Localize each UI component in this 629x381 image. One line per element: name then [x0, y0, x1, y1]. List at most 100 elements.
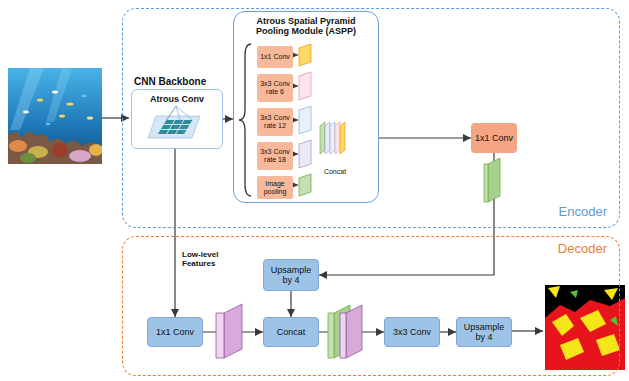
atrous-grid-icon	[167, 130, 177, 134]
atrous-grid-icon	[158, 120, 192, 134]
box-label: Upsample by 4	[459, 322, 509, 343]
concat-feature-maps	[346, 305, 362, 358]
atrous-grid-icon	[176, 130, 186, 134]
branch-feature-maps	[299, 140, 311, 168]
input-photo	[20, 153, 36, 163]
box-label: Concat	[266, 327, 316, 337]
upsample-box: Upsample by 4	[456, 317, 512, 347]
concat-stack	[330, 122, 335, 154]
box-label: 3x3 Conv rate 18	[259, 148, 291, 164]
box-label: 3x3 Conv rate 6	[259, 80, 291, 96]
atrous-grid-icon	[166, 106, 176, 120]
input-photo	[81, 95, 87, 98]
upsample-box: Upsample by 4	[263, 259, 319, 291]
low-level-feature-map	[216, 304, 242, 358]
input-photo	[46, 68, 72, 122]
input-arrow	[102, 117, 129, 118]
edge-label: Low-level Features	[182, 250, 232, 268]
box-label: 1x1 Conv	[150, 327, 200, 337]
input-photo	[8, 68, 102, 164]
input-photo	[10, 68, 44, 130]
conv-box: 3x3 Conv rate 12	[257, 108, 293, 136]
concat-stack	[340, 122, 345, 154]
atrous-grid-icon	[148, 106, 200, 138]
input-photo	[46, 123, 51, 126]
region-title: Decoder	[558, 242, 607, 257]
input-photo	[9, 140, 27, 152]
input-photo	[8, 131, 102, 164]
segmentation-output	[570, 290, 578, 298]
segmentation-output	[545, 298, 625, 370]
branch-feature-maps	[299, 106, 311, 134]
concat-feature-maps	[328, 305, 362, 358]
input-photo	[59, 115, 65, 118]
atrous-grid-icon	[176, 106, 192, 120]
backbone-box: CNN BackboneAtrous Conv	[131, 89, 223, 149]
atrous-grid-icon	[179, 125, 189, 129]
conv-box: 3x3 Conv rate 6	[257, 74, 293, 102]
segmentation-output	[610, 316, 618, 326]
pooling-box: Image pooling	[257, 176, 293, 199]
atrous-grid-icon	[158, 106, 192, 134]
box-label: 1x1 Conv	[473, 133, 515, 143]
concat-stack	[325, 122, 330, 154]
concat-stack	[320, 122, 325, 154]
segmentation-output	[545, 285, 625, 370]
input-photo	[37, 99, 43, 102]
concat-stack	[320, 122, 345, 154]
module-title: Atrous Spatial Pyramid Pooling Module (A…	[240, 16, 372, 37]
conv-box: 1x1 Conv	[471, 123, 517, 153]
input-photo	[67, 102, 74, 105]
concat-stack	[335, 122, 340, 154]
branch-feature-maps	[299, 174, 311, 196]
concat-block: Concat	[318, 124, 352, 176]
aspp-module: Atrous Spatial Pyramid Pooling Module (A…	[233, 11, 379, 203]
connector-arrow	[440, 331, 456, 332]
input-photo	[52, 91, 58, 94]
connector-arrow	[319, 153, 494, 275]
box-label: 1x1 Conv	[259, 53, 291, 61]
branch-feature-maps	[299, 72, 311, 100]
box-label: Atrous Conv	[138, 94, 216, 104]
concat-feature-maps	[340, 313, 346, 358]
segmentation-output	[596, 334, 620, 356]
low-level-feature-map	[216, 313, 224, 358]
atrous-grid-icon	[170, 125, 180, 129]
segmentation-output	[560, 338, 584, 360]
input-photo	[52, 143, 68, 157]
encoder-region: EncoderCNN BackboneAtrous ConvAtrous Spa…	[122, 8, 620, 228]
input-arrow	[102, 118, 129, 119]
atrous-grid-icon	[173, 120, 183, 124]
segmentation-output	[552, 314, 574, 336]
input-photo	[89, 144, 102, 156]
concat-feature-maps	[328, 313, 334, 358]
aspp-brace	[239, 44, 251, 196]
atrous-grid-icon	[176, 106, 184, 134]
conv-box: 3x3 Conv rate 18	[257, 142, 293, 170]
atrous-grid-icon	[182, 120, 192, 124]
input-photo	[8, 68, 102, 164]
concat-box: Concat	[263, 317, 319, 347]
segmentation-output	[548, 286, 560, 298]
connector-arrow	[379, 137, 471, 138]
low-level-feature-map	[224, 304, 242, 358]
branch-feature-maps	[299, 44, 311, 196]
encoder-feature-map	[484, 164, 488, 202]
segmentation-output	[545, 285, 625, 370]
box-label: 3x3 Conv	[387, 327, 437, 337]
input-photo	[87, 117, 93, 120]
connector-arrow	[290, 291, 291, 317]
connector-arrow	[223, 118, 233, 119]
aspp-brace	[239, 44, 251, 196]
box-label: Concat	[318, 168, 352, 176]
atrous-grid-icon	[158, 106, 176, 134]
segmentation-output	[604, 288, 618, 300]
conv-box: 1x1 Conv	[257, 46, 293, 68]
atrous-grid-icon	[148, 116, 200, 138]
encoder-feature-map	[488, 158, 500, 202]
branch-feature-maps	[299, 44, 311, 66]
box-label: Image pooling	[259, 179, 291, 195]
input-photo	[69, 150, 91, 162]
conv-box: 1x1 Conv	[147, 317, 203, 347]
